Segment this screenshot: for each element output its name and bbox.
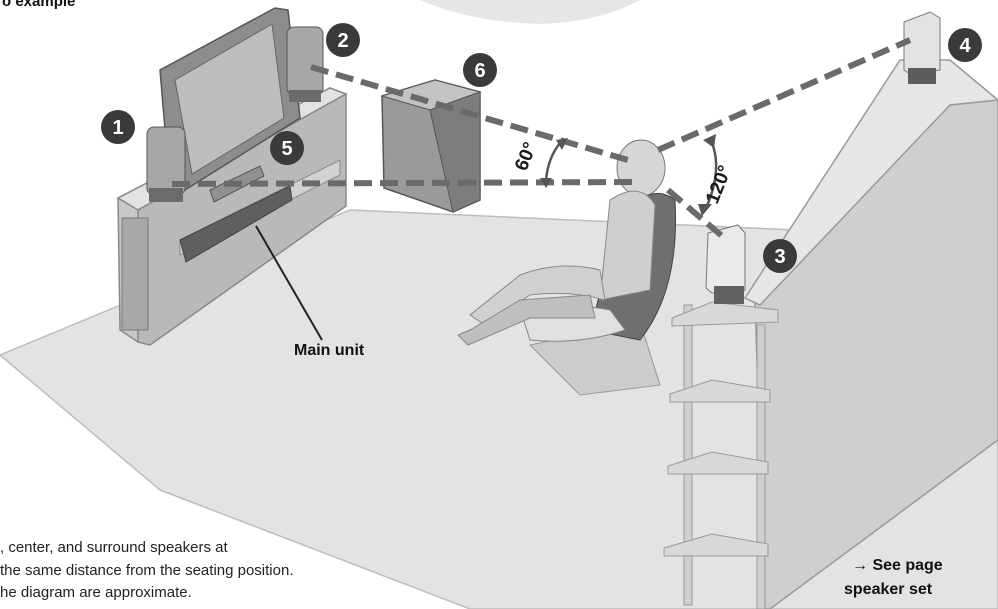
surround-left-speaker: [706, 225, 745, 304]
callout-4-label: 4: [959, 35, 971, 57]
subwoofer: [382, 80, 480, 212]
callout-3-label: 3: [774, 246, 785, 268]
callout-2-label: 2: [337, 30, 348, 52]
front-left-speaker: [147, 127, 185, 202]
callout-1-label: 1: [112, 117, 123, 139]
top-decor: [420, 0, 640, 24]
front-right-speaker: [287, 27, 323, 102]
note-line-2: the same distance from the seating posit…: [0, 562, 294, 579]
title-fragment: o example: [2, 0, 75, 10]
callout-1: 1: [101, 110, 135, 144]
angle-label-120: 120°: [702, 163, 736, 207]
callout-4: 4: [948, 28, 982, 62]
angle-arc-120-head: [703, 134, 716, 148]
callout-3: 3: [763, 239, 797, 273]
see-page-link[interactable]: → See page: [852, 557, 943, 575]
note-line-1: , center, and surround speakers at: [0, 539, 228, 556]
angle-arc-60: [546, 143, 560, 180]
main-unit-label: Main unit: [294, 342, 364, 360]
angle-label-60: 60°: [511, 139, 541, 174]
callout-6-label: 6: [474, 60, 485, 82]
surround-right-speaker: [904, 12, 940, 84]
note-line-3: he diagram are approximate.: [0, 584, 192, 601]
callout-5-label: 5: [281, 138, 292, 160]
callout-5: 5: [270, 131, 304, 165]
callout-6: 6: [463, 53, 497, 87]
see-page-link-line-2[interactable]: speaker set: [844, 581, 932, 599]
callout-2: 2: [326, 23, 360, 57]
